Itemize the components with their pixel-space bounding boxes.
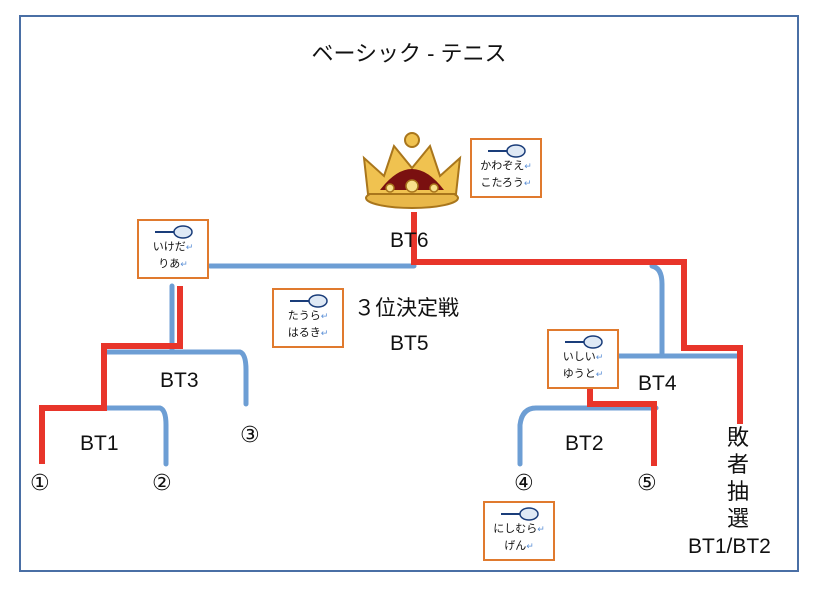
player-name-line1: いけだ↵	[152, 240, 194, 253]
player-name-line1: たうら↵	[287, 309, 329, 322]
match-label-bt2: BT2	[565, 432, 604, 455]
match-label-bt5: BT5	[390, 332, 429, 355]
loser-draw-label: 敗 者 抽 選	[726, 425, 749, 531]
bt6-right-stem	[649, 263, 665, 359]
tennis-racket-icon	[565, 335, 603, 349]
player-name-line2: こたろう↵	[480, 176, 532, 189]
tennis-racket-icon	[501, 507, 539, 521]
seed-1: ①	[30, 470, 50, 495]
player-name-line2: りあ↵	[158, 257, 188, 270]
player-name-line1: にしむら↵	[493, 522, 545, 535]
seed-2: ②	[152, 470, 172, 495]
bt3-bracket	[101, 349, 249, 407]
tennis-racket-icon	[488, 144, 526, 158]
seed-4: ④	[514, 470, 534, 495]
seed-3: ③	[240, 422, 260, 447]
tennis-racket-icon	[290, 294, 328, 308]
player-name-line2: げん↵	[504, 539, 534, 552]
player-card-taura-haruki: たうら↵ はるき↵	[272, 288, 344, 348]
match-label-bt3: BT3	[160, 369, 199, 392]
bt1-bracket	[39, 405, 169, 467]
third-place-label: ３位決定戦	[354, 297, 459, 320]
player-name-line1: いしい↵	[562, 350, 604, 363]
player-name-line1: かわぞえ↵	[480, 159, 532, 172]
tennis-racket-icon	[155, 225, 193, 239]
player-card-ikeda-ria: いけだ↵ りあ↵	[137, 219, 209, 279]
match-label-bt4: BT4	[638, 372, 677, 395]
player-name-line2: はるき↵	[287, 326, 329, 339]
win-path-left	[39, 286, 183, 464]
player-card-nishimura-gen: にしむら↵ げん↵	[483, 501, 555, 561]
page-title: ベーシック - テニス	[311, 41, 507, 66]
player-card-ishii-yuuto: いしい↵ ゆうと↵	[547, 329, 619, 389]
win-path-top	[411, 212, 743, 424]
player-name-line2: ゆうと↵	[562, 367, 604, 380]
loser-draw-note: BT1/BT2	[688, 535, 771, 558]
bt2-bracket	[517, 405, 659, 467]
player-card-winner: かわぞえ↵ こたろう↵	[470, 138, 542, 198]
win-path-bt2	[587, 388, 657, 466]
diagram-frame	[19, 15, 799, 572]
seed-5: ⑤	[637, 470, 657, 495]
crown-icon	[362, 132, 462, 209]
match-label-bt1: BT1	[80, 432, 119, 455]
match-label-bt6: BT6	[390, 229, 429, 252]
